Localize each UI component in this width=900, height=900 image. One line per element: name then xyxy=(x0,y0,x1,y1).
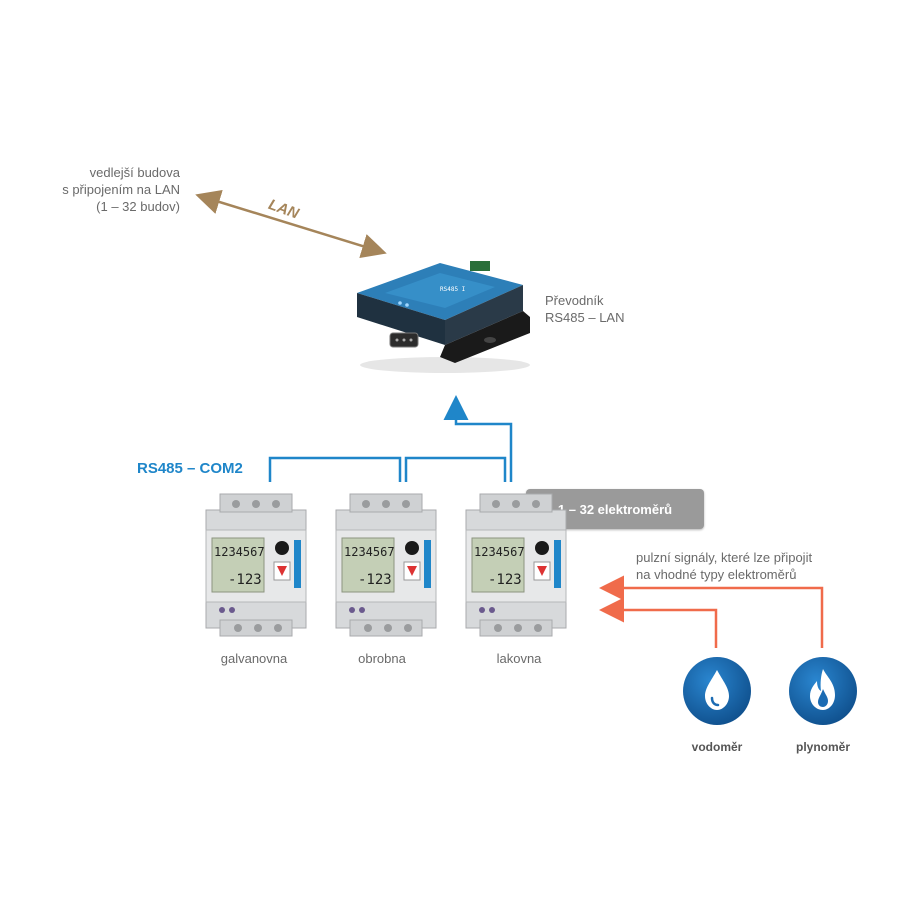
meter-display-top: 1234567 xyxy=(214,545,265,559)
converter-device-text: RS485 I xyxy=(440,286,466,293)
meter-body: 1234567 -123 xyxy=(335,493,437,637)
sensor-label-plynomer: plynoměr xyxy=(795,740,850,754)
meter-label-lakovna: lakovna xyxy=(496,651,542,666)
meter-display-bottom: -123 xyxy=(228,572,262,588)
rs485-bus-line-2 xyxy=(404,456,507,482)
rs485-bus-line xyxy=(268,456,402,482)
converter-label: Převodník RS485 – LAN xyxy=(545,293,625,325)
rs485-uplink-line xyxy=(443,395,513,482)
meter-lakovna: 1234567 -123 xyxy=(465,493,567,637)
meter-label-obrobna: obrobna xyxy=(358,651,406,666)
converter-device: RS485 I xyxy=(357,261,530,373)
meter-body: 1234567 -123 xyxy=(465,493,567,637)
meter-display-top: 1234567 xyxy=(344,545,395,559)
meter-display-bottom: -123 xyxy=(358,572,392,588)
rs485-label: RS485 – COM2 xyxy=(137,460,243,477)
meter-count-badge: 1 – 32 elektroměrů xyxy=(526,489,704,529)
sensor-label-vodomer: vodoměr xyxy=(691,740,743,754)
pulse-label: pulzní signály, které lze připojit na vh… xyxy=(636,550,813,582)
lan-target-text: vedlejší budova s připojením na LAN (1 –… xyxy=(62,165,180,214)
meter-body: 1234567 -123 xyxy=(205,493,307,637)
meter-display-top: 1234567 xyxy=(474,545,525,559)
pulse-line-water xyxy=(599,597,718,648)
meter-galvanovna: 1234567 -123 xyxy=(205,493,307,637)
water-drop-icon xyxy=(683,657,751,725)
meter-obrobna: 1234567 -123 xyxy=(335,493,437,637)
pulse-line-gas xyxy=(599,575,824,648)
gas-flame-icon xyxy=(789,657,857,725)
lan-arrow xyxy=(195,189,387,259)
meter-label-galvanovna: galvanovna xyxy=(220,651,288,666)
meter-display-bottom: -123 xyxy=(488,572,522,588)
